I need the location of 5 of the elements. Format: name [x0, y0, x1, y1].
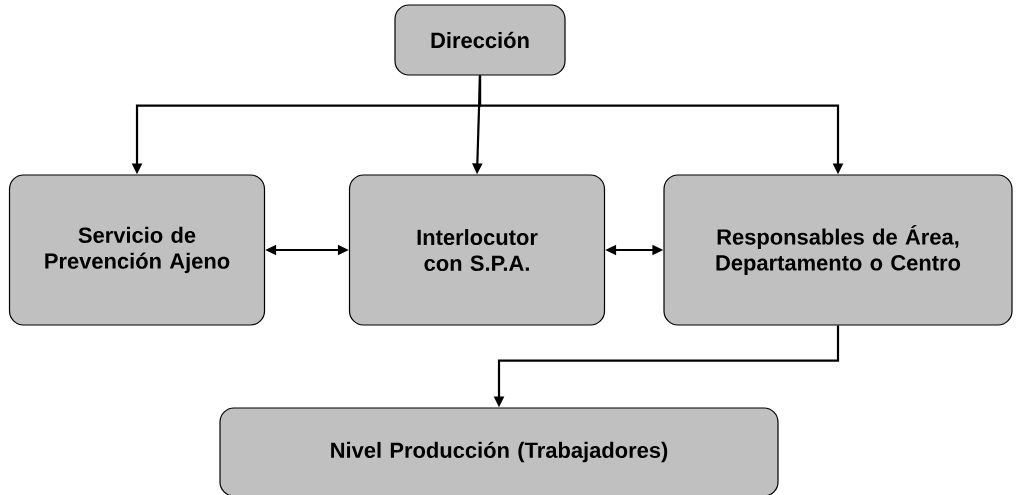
process-box: Responsables de Área, Departamento o Centro: [663, 174, 1013, 326]
process-box: Nivel Producción (Trabajadores): [219, 407, 779, 495]
process-box: Servicio de Prevención Ajeno: [8, 174, 266, 326]
process-box: Dirección: [394, 4, 566, 76]
process-box: Interlocutor con S.P.A.: [348, 174, 606, 326]
